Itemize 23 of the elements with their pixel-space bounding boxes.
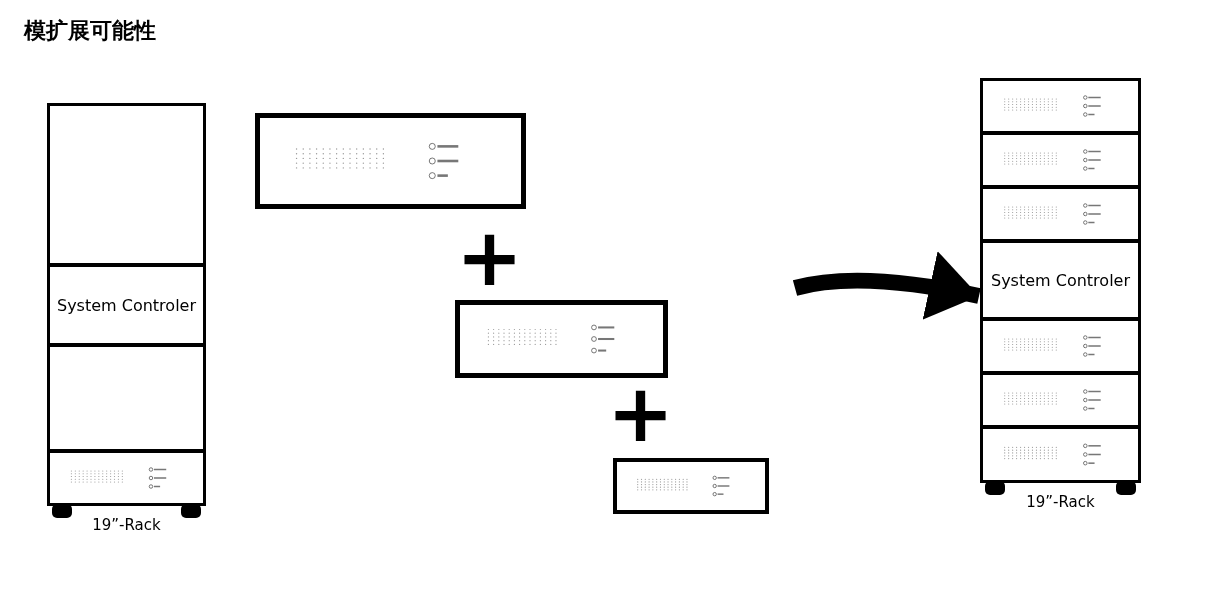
battery-module xyxy=(613,458,769,514)
title: 模扩展可能性 xyxy=(24,17,156,45)
rack-caption: 19”-Rack xyxy=(1025,493,1096,511)
battery-module xyxy=(255,113,526,209)
rack-cabinet xyxy=(980,78,1141,483)
rack-cabinet xyxy=(47,103,206,506)
battery-module xyxy=(980,186,1141,242)
empty-slot xyxy=(47,344,206,452)
battery-module xyxy=(980,132,1141,188)
battery-module xyxy=(47,450,206,506)
battery-module xyxy=(980,78,1141,134)
plus-sign: + xyxy=(456,218,524,298)
battery-module xyxy=(980,426,1141,483)
controller-module xyxy=(47,264,206,346)
module-label: System Controler xyxy=(56,295,197,315)
controller-module xyxy=(980,240,1141,320)
battery-module xyxy=(455,300,668,378)
plus-sign: + xyxy=(607,374,675,454)
curved-arrow xyxy=(793,251,981,321)
battery-module xyxy=(980,318,1141,374)
rack-caption: 19”-Rack xyxy=(91,516,162,534)
battery-module xyxy=(980,372,1141,428)
module-label: System Controler xyxy=(990,270,1131,290)
